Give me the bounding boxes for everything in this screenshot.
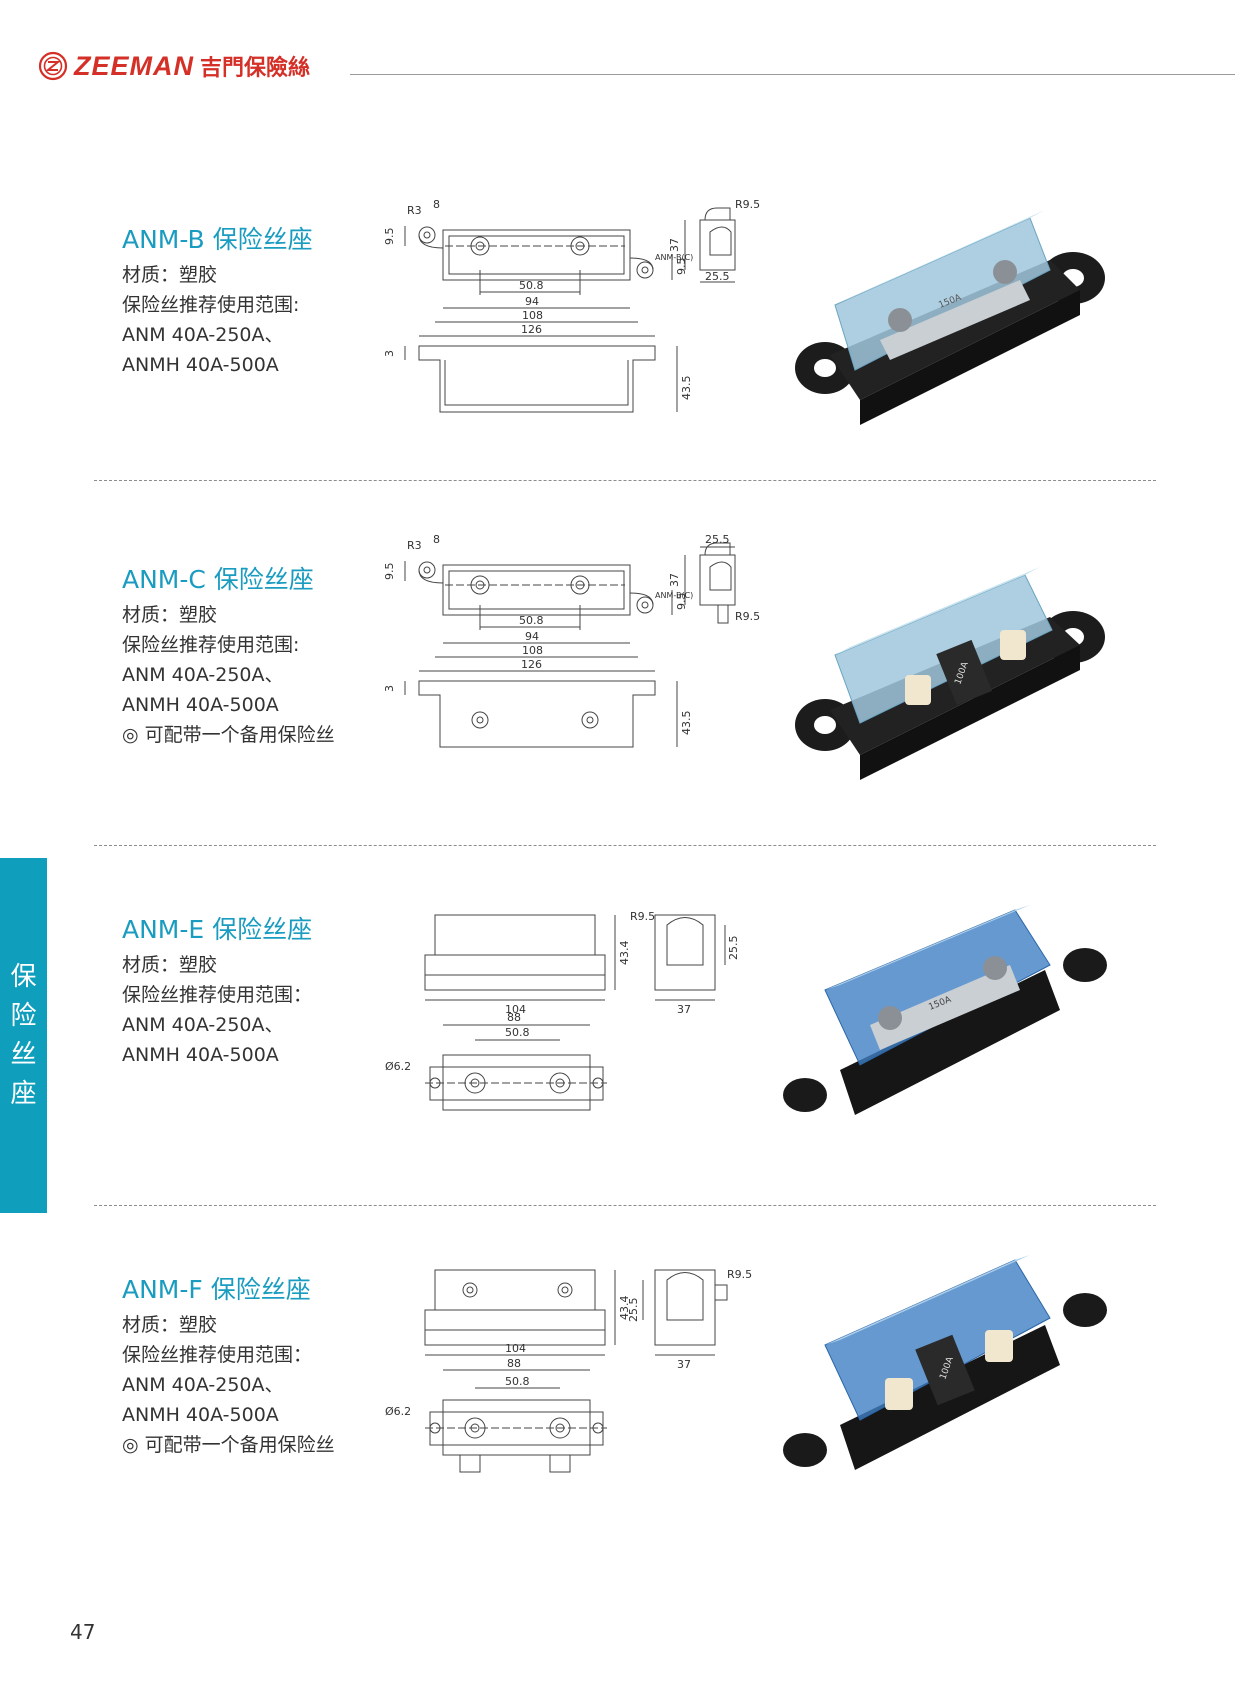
product-anm-e: ANM-E 保险丝座 材质：塑胶 保险丝推荐使用范围： ANM 40A-250A… (0, 880, 1240, 1235)
dim-9-5: 9.5 (385, 563, 396, 581)
page-number: 47 (70, 1620, 96, 1644)
dim-r3: R3 (407, 204, 422, 217)
dim-3: 3 (385, 350, 396, 357)
product-photo: 150A (783, 905, 1107, 1115)
product-anm-f: ANM-F 保险丝座 材质：塑胶 保险丝推荐使用范围： ANM 40A-250A… (0, 1240, 1240, 1595)
dim-126: 126 (521, 658, 542, 671)
product-info: ANM-C 保险丝座 材质：塑胶 保险丝推荐使用范围: ANM 40A-250A… (122, 562, 335, 750)
side-tab-char: 座 (10, 1078, 37, 1109)
dim-8: 8 (433, 200, 440, 211)
dim-43-5: 43.5 (680, 711, 693, 736)
dim-25-5: 25.5 (727, 936, 740, 961)
range-label: 保险丝推荐使用范围: (122, 294, 300, 316)
dim-phi-6-2: Ø6.2 (385, 1060, 411, 1073)
technical-drawing: R3 8 9.5 9.5 50.8 94 108 126 3 43.5 ANM-… (385, 200, 760, 413)
product-title: ANM-B 保险丝座 (122, 225, 313, 254)
dim-25-5: 25.5 (705, 535, 730, 546)
dim-37: 37 (677, 1358, 691, 1371)
header-rule (350, 74, 1235, 75)
dim-25-5: 25.5 (627, 1298, 640, 1323)
dim-108: 108 (522, 644, 543, 657)
material-text: 材质：塑胶 (122, 954, 218, 976)
range-value: ANM 40A-250A、 (122, 1374, 284, 1396)
product-title: ANM-F 保险丝座 (122, 1275, 311, 1304)
dim-9-5-right: 9.5 (675, 593, 688, 611)
range-value: ANM 40A-250A、 (122, 1014, 284, 1036)
dim-37: 37 (677, 1003, 691, 1016)
material-text: 材质：塑胶 (122, 1314, 218, 1336)
dim-108: 108 (522, 309, 543, 322)
range-value: ANMH 40A-500A (122, 694, 279, 716)
dim-r9-5: R9.5 (735, 610, 760, 623)
product-info: ANM-B 保险丝座 材质：塑胶 保险丝推荐使用范围: ANM 40A-250A… (122, 222, 313, 380)
dim-r9-5: R9.5 (630, 910, 655, 923)
dim-104: 104 (505, 1342, 526, 1355)
dim-50-8: 50.8 (505, 1026, 530, 1039)
section-divider (94, 845, 1156, 846)
range-label: 保险丝推荐使用范围： (122, 1344, 313, 1366)
technical-drawing: 43.4 104 88 50.8 Ø6.2 R9.5 25.5 37 (385, 1268, 752, 1473)
product-anm-b: ANM-B 保险丝座 材质：塑胶 保险丝推荐使用范围: ANM 40A-250A… (0, 160, 1240, 515)
side-tab-char: 险 (10, 1000, 37, 1031)
product-photo: 150A (795, 210, 1105, 425)
dim-8: 8 (433, 535, 440, 546)
range-value: ANMH 40A-500A (122, 1404, 279, 1426)
product-title: ANM-E 保险丝座 (122, 915, 313, 944)
range-value: ANM 40A-250A、 (122, 324, 284, 346)
dim-43-5: 43.5 (680, 376, 693, 401)
dim-50-8: 50.8 (505, 1375, 530, 1388)
range-label: 保险丝推荐使用范围: (122, 634, 300, 656)
part-marking: ANM-B(C) (655, 253, 693, 262)
dim-88: 88 (507, 1011, 521, 1024)
dim-126: 126 (521, 323, 542, 336)
material-text: 材质：塑胶 (122, 264, 218, 286)
product-anm-c: ANM-C 保险丝座 材质：塑胶 保险丝推荐使用范围: ANM 40A-250A… (0, 520, 1240, 875)
side-tab-char: 保 (10, 961, 37, 992)
section-divider (94, 480, 1156, 481)
dim-r9-5: R9.5 (727, 1268, 752, 1281)
dim-94: 94 (525, 630, 539, 643)
product-info: ANM-F 保险丝座 材质：塑胶 保险丝推荐使用范围： ANM 40A-250A… (122, 1272, 335, 1460)
category-side-tab: 保 险 丝 座 (0, 858, 47, 1213)
material-text: 材质：塑胶 (122, 604, 218, 626)
dim-50-8: 50.8 (519, 279, 544, 292)
technical-drawing: 43.4 104 88 50.8 Ø6.2 R9.5 25.5 37 (385, 910, 740, 1111)
dim-43-4: 43.4 (618, 1296, 631, 1321)
product-photo: 100A (795, 567, 1105, 780)
dim-9-5-right: 9.5 (675, 258, 688, 276)
spare-fuse-note: ◎ 可配带一个备用保险丝 (122, 724, 335, 746)
range-value: ANMH 40A-500A (122, 1044, 279, 1066)
brand-name: ZEEMAN (74, 50, 194, 81)
spare-fuse-note: ◎ 可配带一个备用保险丝 (122, 1434, 335, 1456)
product-photo: 100A (783, 1255, 1107, 1470)
dim-9-5: 9.5 (385, 228, 396, 246)
section-divider (94, 1205, 1156, 1206)
range-value: ANM 40A-250A、 (122, 664, 284, 686)
dim-25-5: 25.5 (705, 270, 730, 283)
dim-43-4: 43.4 (618, 941, 631, 966)
dim-3: 3 (385, 685, 396, 692)
range-value: ANMH 40A-500A (122, 354, 279, 376)
zeeman-logo-icon (38, 51, 68, 81)
range-label: 保险丝推荐使用范围： (122, 984, 313, 1006)
product-title: ANM-C 保险丝座 (122, 565, 314, 594)
part-marking: ANM-B(C) (655, 591, 693, 600)
dim-104: 104 (505, 1003, 526, 1016)
side-tab-char: 丝 (10, 1039, 37, 1070)
dim-37: 37 (668, 573, 681, 587)
dim-88: 88 (507, 1357, 521, 1370)
dim-r9-5: R9.5 (735, 200, 760, 211)
header: ZEEMAN 吉門保險絲 (38, 48, 310, 84)
technical-drawing: R3 8 9.5 9.5 50.8 94 108 126 3 43.5 ANM-… (385, 535, 760, 748)
dim-r3: R3 (407, 539, 422, 552)
dim-94: 94 (525, 295, 539, 308)
product-info: ANM-E 保险丝座 材质：塑胶 保险丝推荐使用范围： ANM 40A-250A… (122, 912, 312, 1070)
dim-phi-6-2: Ø6.2 (385, 1405, 411, 1418)
dim-50-8: 50.8 (519, 614, 544, 627)
dim-37: 37 (668, 238, 681, 252)
brand-name-cn: 吉門保險絲 (200, 56, 311, 81)
